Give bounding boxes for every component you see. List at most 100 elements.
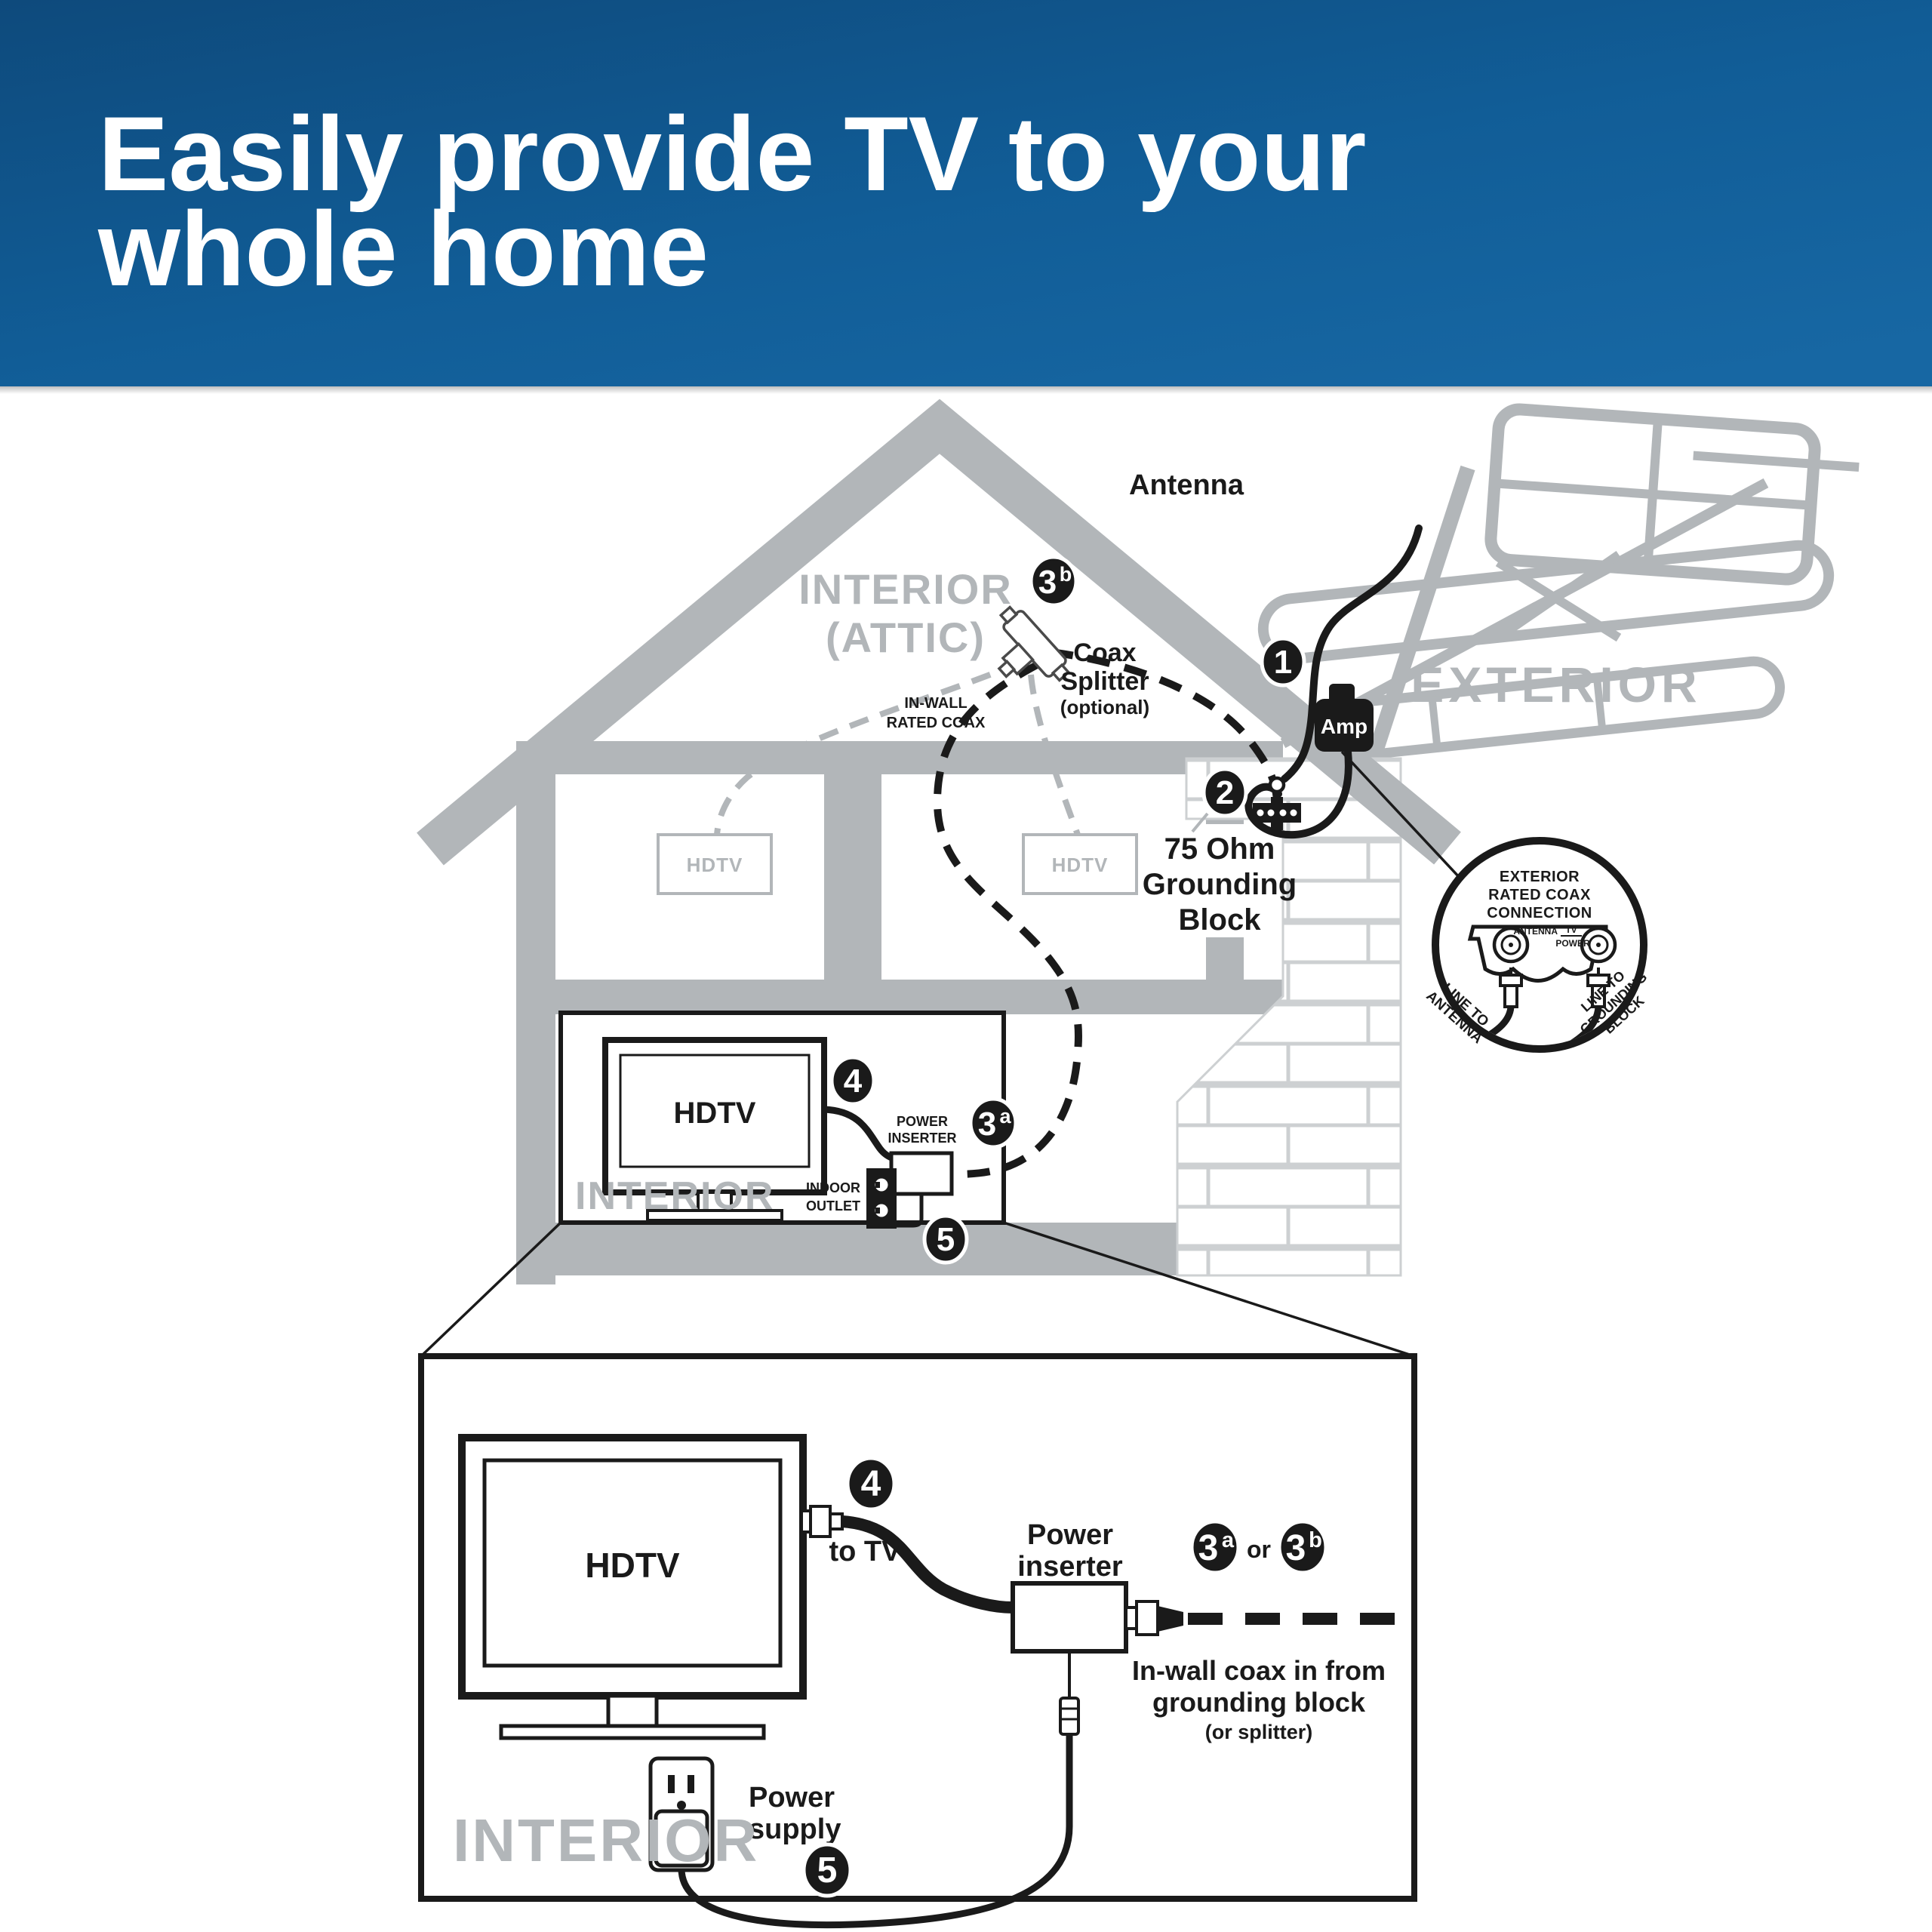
attic-label-line2: (ATTIC) — [826, 614, 986, 661]
room-hdtv-right: HDTV — [1022, 833, 1138, 895]
panel-badge-4: 4 — [845, 1456, 897, 1512]
inset-title-line1: EXTERIOR — [1500, 869, 1580, 885]
magnifier-line-right — [1003, 1221, 1415, 1358]
panel-coax-taper — [1158, 1606, 1183, 1632]
exterior-coax-inset: EXTERIOR RATED COAX CONNECTION ANTENNA T… — [1423, 837, 1650, 1053]
second-floor-beam — [516, 980, 1283, 1014]
barrel-plug-icon — [1059, 1697, 1080, 1736]
magnifier-line-left — [420, 1221, 562, 1358]
svg-text:3: 3 — [1038, 564, 1057, 601]
svg-text:b: b — [1309, 1528, 1322, 1552]
coax-splitter-to-grounding — [1050, 648, 1281, 801]
badge-3b: 3 b — [1029, 555, 1078, 608]
line-to-grounding-cable — [1517, 1006, 1602, 1045]
svg-text:3: 3 — [978, 1106, 996, 1143]
attic-label-line1: INTERIOR — [798, 565, 1013, 613]
antenna-label: Antenna — [1129, 469, 1244, 501]
coax-to-power-inserter — [933, 660, 1082, 1178]
panel-power-inserter-box — [1011, 1581, 1128, 1654]
port-antenna-label: ANTENNA — [1513, 926, 1558, 937]
in-wall-coax-black — [933, 648, 1281, 1178]
power-wire — [897, 1194, 924, 1228]
living-room: HDTV POWER INSERTER INDOOR OUTLET INTERI… — [558, 1011, 1006, 1229]
indoor-outlet-label-line1: INDOOR — [806, 1180, 860, 1195]
amp-box: Amp — [1315, 684, 1374, 752]
svg-text:3: 3 — [1198, 1528, 1219, 1568]
svg-text:5: 5 — [817, 1850, 838, 1890]
to-tv-label: to TV — [829, 1536, 902, 1567]
svg-text:5: 5 — [937, 1221, 955, 1258]
room-tv-label: HDTV — [1052, 854, 1109, 876]
brick-chimney — [1161, 757, 1402, 1277]
svg-text:b: b — [1060, 563, 1072, 586]
coax-splitter-label-line2: Splitter — [1060, 667, 1149, 696]
living-tv-label: HDTV — [674, 1097, 756, 1130]
inwall-coax-label-line1: IN-WALL — [904, 695, 967, 712]
port-tv-label: TV — [1565, 924, 1577, 935]
banner-background — [0, 0, 1932, 386]
amp-to-grounding-cable — [1244, 748, 1352, 839]
indoor-outlet-label-line2: OUTLET — [806, 1198, 860, 1214]
attic-floor-beam — [516, 741, 1283, 774]
coax-to-right-room — [1028, 674, 1081, 836]
indoor-outlet-icon — [866, 1168, 897, 1229]
svg-text:4: 4 — [861, 1464, 881, 1504]
power-inserter-label-line1: POWER — [897, 1114, 948, 1129]
inset-title-line2: RATED COAX — [1488, 887, 1591, 903]
text-knockout — [1161, 824, 1280, 937]
panel-badge-5: 5 — [801, 1842, 853, 1898]
or-label: or — [1247, 1536, 1271, 1563]
living-interior-label: INTERIOR — [575, 1174, 774, 1218]
tv-icon — [602, 1037, 827, 1222]
panel-power-inserter-label-line2: inserter — [1017, 1551, 1123, 1583]
panel-tv-cable — [841, 1515, 1014, 1614]
inset-leader-line — [1340, 750, 1473, 892]
badge-3a: 3 a — [968, 1097, 1018, 1149]
svg-text:1: 1 — [1274, 644, 1292, 681]
inset-title-line3: CONNECTION — [1487, 905, 1592, 921]
svg-text:3: 3 — [1286, 1528, 1306, 1568]
page-title-line2: whole home — [97, 189, 709, 308]
svg-text:4: 4 — [844, 1063, 863, 1100]
panel-tv-icon — [458, 1434, 807, 1740]
antenna-coax-cable — [1281, 525, 1423, 783]
line-to-antenna-cable — [1439, 1006, 1515, 1045]
badge-4: 4 — [829, 1055, 876, 1106]
panel-caption-line1: In-wall coax in from — [1132, 1655, 1386, 1686]
port-power-label: POWER — [1555, 938, 1590, 949]
left-wall — [516, 758, 555, 1284]
panel-badge-3b: 3 b — [1277, 1519, 1328, 1575]
page-title-line1: Easily provide TV to your — [98, 94, 1366, 213]
banner-shadow — [0, 386, 1932, 394]
in-wall-coax-grey — [714, 660, 1081, 836]
panel-tv-coax-connector-icon — [800, 1505, 844, 1538]
power-inserter-box — [889, 1151, 954, 1196]
brick-wall — [1176, 757, 1402, 1277]
panel-badge-3a: 3 a — [1189, 1519, 1241, 1575]
svg-text:2: 2 — [1216, 774, 1234, 811]
room-tv-box — [657, 833, 773, 895]
tv-coax-cable — [823, 1106, 895, 1162]
power-inserter-label-line2: INSERTER — [888, 1131, 956, 1146]
roof — [417, 398, 1461, 866]
grounding-block-icon — [1253, 776, 1301, 830]
panel-interior-label: INTERIOR — [453, 1807, 759, 1874]
coax-to-left-room — [714, 660, 1022, 835]
badge-5: 5 — [922, 1214, 969, 1265]
svg-text:a: a — [999, 1105, 1011, 1128]
coax-splitter-icon — [997, 605, 1071, 682]
zoom-panel: HDTV 4 to TV Power inserter 3 a or — [418, 1353, 1417, 1929]
room-hdtv-left: HDTV — [657, 833, 773, 895]
power-supply-cable — [678, 1734, 1073, 1929]
center-stud — [824, 774, 881, 980]
svg-text:a: a — [1222, 1528, 1235, 1552]
coax-splitter-label-line1: Coax — [1073, 638, 1136, 667]
panel-caption-line3: (or splitter) — [1205, 1721, 1313, 1743]
ground-floor-band — [516, 1223, 1177, 1275]
coax-splitter-label-line3: (optional) — [1060, 696, 1149, 718]
power-supply-label-line2: supply — [749, 1814, 841, 1845]
panel-power-inserter-label-line1: Power — [1027, 1519, 1113, 1551]
panel-tv-label: HDTV — [585, 1546, 680, 1585]
panel-caption-line2: grounding block — [1152, 1687, 1366, 1718]
